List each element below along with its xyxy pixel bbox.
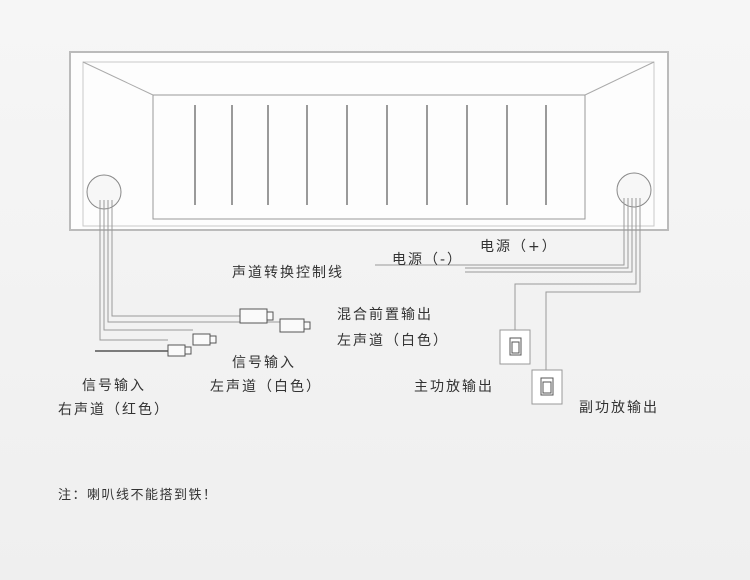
head-unit-outer-frame: [69, 51, 669, 231]
label-preout-title: 混合前置输出: [337, 307, 433, 323]
rca-plug-preout-b: [279, 318, 311, 333]
display-panel: [152, 94, 586, 220]
label-signal-input-left-title: 信号输入: [232, 355, 296, 371]
label-signal-input-right-channel: 右声道（红色）: [58, 402, 170, 418]
amp-connectors: [499, 329, 563, 405]
label-signal-input-left-channel: 左声道（白色）: [210, 379, 322, 395]
rca-plug-preout-a: [239, 308, 274, 324]
label-power-negative: 电源（-）: [392, 252, 464, 268]
label-speaker-switch-wire: 声道转换控制线: [232, 265, 344, 281]
head-unit-inner-frame: [82, 61, 655, 227]
rca-plug-left-input: [192, 333, 217, 346]
right-knob: [616, 172, 652, 208]
label-preout-channel: 左声道（白色）: [337, 333, 449, 349]
sub-amp-connector: [531, 369, 563, 405]
label-sub-amp-output: 副功放输出: [579, 400, 659, 416]
main-amp-connector: [499, 329, 531, 365]
right-wiring: [375, 198, 641, 370]
rca-plug-right-input: [167, 344, 192, 357]
rca-plugs: [167, 308, 311, 357]
head-unit: [69, 51, 669, 231]
warning-note: 注：喇叭线不能搭到铁！: [58, 488, 218, 503]
left-wiring: [95, 200, 280, 352]
label-main-amp-output: 主功放输出: [414, 379, 494, 395]
label-signal-input-right-title: 信号输入: [82, 378, 146, 394]
label-power-positive: 电源（+）: [480, 239, 558, 255]
display-slats: [194, 105, 547, 205]
